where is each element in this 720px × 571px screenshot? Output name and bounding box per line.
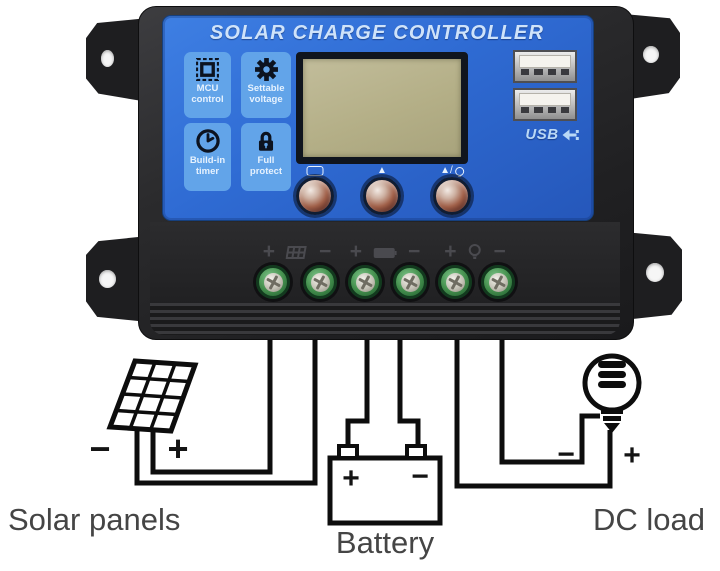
mounting-hole bbox=[643, 46, 659, 63]
terminal-symbols-solar: + − bbox=[263, 240, 332, 264]
terminal-solar-negative[interactable] bbox=[303, 265, 337, 299]
device-title: SOLAR CHARGE CONTROLLER bbox=[209, 22, 545, 44]
screw bbox=[310, 272, 330, 292]
wire-load-negative bbox=[499, 336, 600, 465]
minus-symbol: − bbox=[408, 240, 421, 263]
arrow-slash-glyph: ▲/ bbox=[440, 165, 453, 176]
caption-battery: Battery bbox=[335, 525, 435, 560]
battery-negative-sign: − bbox=[411, 460, 429, 493]
feature-badge-mcu: MCU control bbox=[184, 52, 231, 118]
usb-tongue bbox=[519, 55, 571, 68]
screw bbox=[263, 272, 283, 292]
usb-port-bottom[interactable] bbox=[513, 88, 577, 121]
terminal-solar-positive[interactable] bbox=[256, 265, 290, 299]
solar-positive-sign: + bbox=[167, 428, 189, 469]
usb-pins bbox=[521, 69, 569, 75]
mounting-hole bbox=[101, 50, 114, 67]
feature-badge-timer: Build-in timer bbox=[184, 123, 231, 191]
wires bbox=[134, 336, 613, 489]
wire-battery-negative bbox=[397, 336, 421, 448]
usb-tongue bbox=[519, 93, 571, 106]
plus-symbol: + bbox=[349, 240, 362, 263]
terminal-load-positive[interactable] bbox=[438, 265, 472, 299]
load-positive-sign: + bbox=[623, 439, 641, 472]
load-negative-sign: − bbox=[557, 438, 575, 471]
up-button-label: ▲ bbox=[377, 165, 387, 177]
caption-dc-load: DC load bbox=[593, 502, 705, 537]
solar-panel-drawing bbox=[106, 358, 199, 434]
lamp-icon bbox=[454, 166, 464, 177]
plus-symbol: + bbox=[444, 240, 457, 263]
screw bbox=[400, 272, 420, 292]
battery-mini-icon bbox=[374, 247, 397, 258]
usb-logo-icon bbox=[562, 129, 579, 140]
usb-text: USB bbox=[525, 126, 559, 143]
feature-label: Settable voltage bbox=[247, 83, 285, 105]
mcu-chip-icon bbox=[196, 58, 219, 81]
wire-battery-positive bbox=[345, 336, 370, 448]
set-button-icon bbox=[306, 166, 324, 176]
gear-icon bbox=[254, 58, 278, 81]
heatsink-ridges bbox=[150, 303, 620, 335]
usb-port-top[interactable] bbox=[513, 50, 577, 83]
terminal-battery-negative[interactable] bbox=[393, 265, 427, 299]
feature-badge-settable-voltage: Settable voltage bbox=[241, 52, 291, 118]
up-arrow-icon: ▲ bbox=[377, 165, 387, 176]
caption-solar-panels: Solar panels bbox=[8, 502, 181, 537]
feature-badge-protect: Full protect bbox=[241, 123, 291, 191]
minus-symbol: − bbox=[493, 240, 506, 263]
mounting-hole bbox=[646, 263, 664, 282]
solar-panel-mini-icon bbox=[286, 245, 307, 259]
terminal-symbols-battery: + − bbox=[350, 240, 421, 264]
battery-drawing bbox=[327, 444, 443, 526]
terminal-block bbox=[150, 222, 620, 306]
minus-symbol: − bbox=[319, 240, 332, 263]
wire-solar-negative bbox=[134, 336, 318, 486]
mount-wing-bottom-left bbox=[86, 236, 148, 322]
lcd-screen bbox=[296, 52, 468, 164]
battery-positive-sign: + bbox=[342, 462, 360, 495]
usb-label: USB bbox=[514, 126, 590, 143]
plus-symbol: + bbox=[262, 240, 275, 263]
feature-label: Build-in timer bbox=[189, 155, 226, 177]
padlock-icon bbox=[258, 131, 274, 151]
terminal-battery-positive[interactable] bbox=[348, 265, 382, 299]
clock-icon bbox=[195, 129, 220, 153]
feature-label: Full protect bbox=[249, 155, 283, 177]
set-button-label bbox=[306, 165, 324, 177]
terminal-load-negative[interactable] bbox=[481, 265, 515, 299]
screw bbox=[488, 272, 508, 292]
wire-solar-positive bbox=[150, 336, 273, 475]
screw bbox=[355, 272, 375, 292]
lamp-mini-icon bbox=[469, 243, 481, 259]
solar-negative-sign: − bbox=[89, 428, 111, 469]
up-pushbutton[interactable] bbox=[363, 177, 401, 215]
screw bbox=[445, 272, 465, 292]
arrow-lamp-button-label: ▲/ bbox=[440, 165, 464, 177]
down-lamp-pushbutton[interactable] bbox=[433, 177, 471, 215]
wire-load-positive bbox=[454, 336, 613, 489]
mounting-hole bbox=[99, 270, 116, 288]
terminal-symbols-load: + − bbox=[444, 240, 506, 264]
usb-pins bbox=[521, 107, 569, 113]
bulb-drawing bbox=[582, 353, 642, 433]
feature-label: MCU control bbox=[191, 83, 224, 105]
set-pushbutton[interactable] bbox=[296, 177, 334, 215]
mount-wing-top-left bbox=[86, 18, 148, 102]
